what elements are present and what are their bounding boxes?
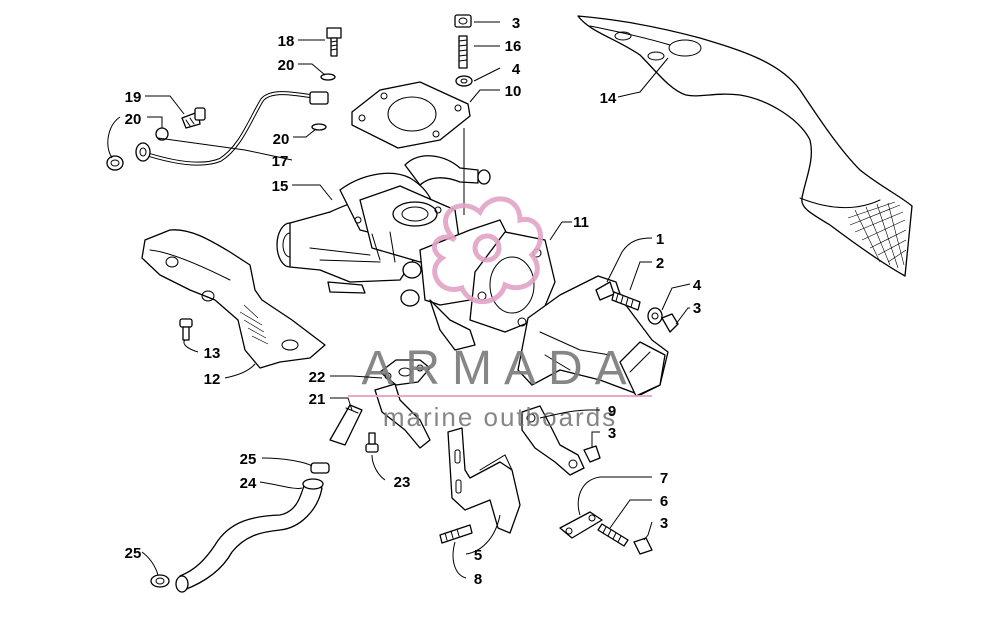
part-stud-6 (597, 523, 629, 547)
part-bolt-23 (365, 432, 379, 453)
callout-11: 11 (573, 214, 589, 231)
part-bracket-5 (447, 427, 521, 534)
part-stud-2 (611, 291, 641, 311)
part-washers-20 (106, 73, 336, 171)
part-bolt-13 (179, 318, 193, 341)
callout-23: 23 (394, 474, 411, 491)
leader-lines (107, 21, 691, 579)
part-nut-3-top (454, 14, 472, 28)
callout-12: 12 (204, 371, 221, 388)
part-plate-7 (559, 511, 603, 539)
part-gasket-22 (379, 359, 431, 386)
callout-5: 5 (474, 547, 482, 564)
part-stud-16 (458, 35, 468, 69)
callout-3: 3 (693, 300, 701, 317)
callout-3: 3 (608, 425, 616, 442)
callout-3: 3 (512, 15, 520, 32)
callout-19: 19 (125, 89, 142, 106)
part-nut-3-right (661, 313, 679, 333)
callout-4: 4 (693, 277, 702, 294)
callout-18: 18 (278, 33, 295, 50)
part-heat-shield-12 (141, 229, 326, 369)
callout-2: 2 (656, 255, 664, 272)
callout-20: 20 (125, 111, 142, 128)
callout-9: 9 (608, 403, 616, 420)
part-plate-9 (521, 405, 585, 476)
part-banjo-bolt-18 (326, 27, 342, 57)
callout-24: 24 (240, 475, 257, 492)
part-exhaust-elbow-1 (517, 275, 669, 397)
part-stud-8 (439, 524, 473, 544)
callout-10: 10 (505, 83, 522, 100)
callout-16: 16 (505, 38, 522, 55)
callout-17: 17 (272, 153, 289, 170)
callout-15: 15 (272, 178, 289, 195)
callout-6: 6 (660, 493, 668, 510)
callout-4: 4 (512, 61, 521, 78)
callout-25: 25 (240, 451, 257, 468)
armada-watermark: ARMADA marine outboards (348, 196, 652, 432)
callout-1: 1 (656, 231, 664, 248)
callout-7: 7 (660, 470, 668, 487)
callout-13: 13 (204, 345, 221, 362)
part-fitting-21 (329, 383, 431, 449)
callout-3: 3 (660, 515, 668, 532)
part-washer-4-top (455, 75, 473, 87)
watermark-subtitle: marine outboards (383, 402, 617, 432)
callout-20: 20 (278, 57, 295, 74)
part-exhaust-heat-shield (577, 15, 913, 277)
part-gasket-10 (351, 81, 471, 149)
callout-14: 14 (600, 90, 617, 107)
callout-25: 25 (125, 545, 142, 562)
part-oil-feed-pipe (135, 91, 329, 166)
callout-22: 22 (309, 369, 326, 386)
callout-20: 20 (273, 131, 290, 148)
part-bolt-19 (181, 107, 206, 129)
watermark-title: ARMADA (361, 342, 638, 395)
part-washer-4-right (647, 307, 663, 325)
callout-8: 8 (474, 571, 482, 588)
part-clamps-25 (150, 462, 330, 588)
callout-labels: 18 20 19 20 20 17 15 3 16 4 10 14 11 1 2… (125, 15, 702, 588)
part-turbocharger (276, 155, 516, 351)
part-nut-3-bottom (633, 537, 653, 555)
callout-21: 21 (309, 391, 326, 408)
part-nut-3-mid (583, 445, 601, 463)
part-hose-24 (175, 478, 324, 593)
